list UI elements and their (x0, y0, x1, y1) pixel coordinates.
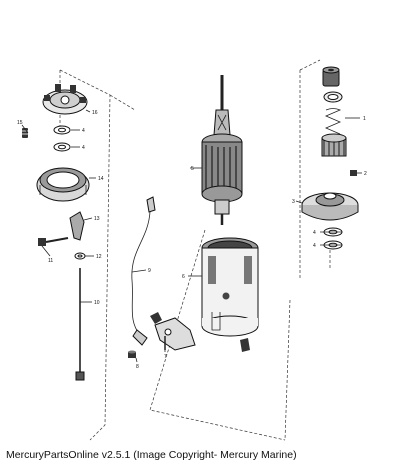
callout-4-left-lower: 4 (82, 145, 85, 151)
callout-13: 13 (94, 216, 100, 222)
field-coil-ring (36, 167, 90, 202)
through-bolt-long (75, 268, 85, 381)
callout-14: 14 (98, 176, 104, 182)
assembly-guide-lines (59, 59, 331, 441)
drive-collar (323, 91, 343, 103)
copyright-footer: MercuryPartsOnline v2.5.1 (Image Copyrig… (6, 449, 297, 461)
drive-spring (324, 108, 342, 135)
callout-10: 10 (94, 300, 100, 306)
callout-3: 3 (292, 199, 295, 205)
callout-4-left-upper: 4 (82, 128, 85, 134)
end-cap-plate (42, 84, 88, 115)
callout-12: 12 (96, 254, 102, 260)
callout-6: 6 (182, 274, 185, 280)
brush-holder-arm (69, 211, 85, 241)
armature (201, 75, 243, 225)
cable-lead (131, 196, 156, 346)
callout-15: 15 (17, 120, 23, 126)
callout-4-right-lower: 4 (313, 243, 316, 249)
motor-frame (201, 237, 259, 337)
nut-small (128, 350, 136, 358)
washer-left-lower (53, 142, 71, 152)
bolt-short (38, 237, 69, 246)
washer-small (74, 252, 86, 260)
callout-1: 1 (363, 116, 366, 122)
drive-nut (322, 66, 340, 87)
nut-right (350, 170, 357, 176)
callout-5: 5 (191, 166, 194, 172)
leader-lines (21, 109, 362, 363)
callout-labels: 1 2 3 4 4 4 4 5 6 7 8 9 10 11 12 13 14 1… (17, 110, 367, 370)
washer-left-upper (53, 125, 71, 135)
terminal-bracket (150, 312, 250, 352)
drive-pinion (321, 133, 347, 157)
drive-end-cap (301, 192, 359, 221)
callout-4-right-upper: 4 (313, 230, 316, 236)
callout-7: 7 (164, 354, 167, 360)
callout-2: 2 (364, 171, 367, 177)
callout-8: 8 (136, 364, 139, 370)
callout-11: 11 (48, 258, 53, 264)
callout-9: 9 (148, 268, 151, 274)
callout-16: 16 (92, 110, 98, 116)
